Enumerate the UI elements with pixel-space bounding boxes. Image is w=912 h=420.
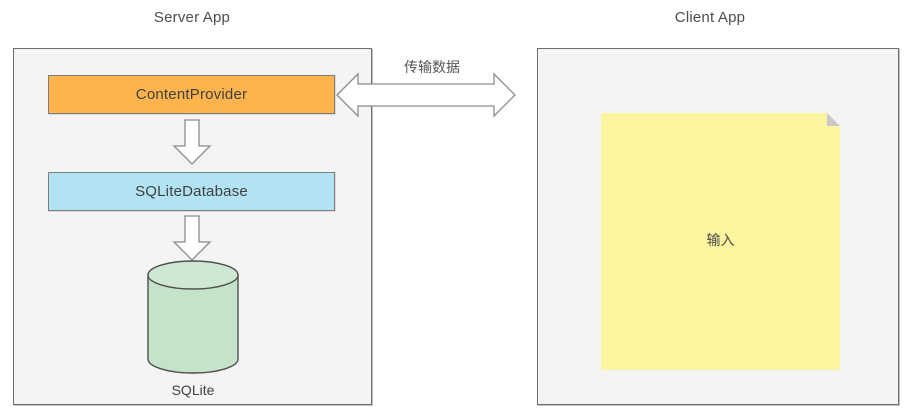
arrow-sqlite-database-to-sqlite-store — [172, 215, 212, 261]
client-input-note — [601, 113, 840, 370]
sqlite-cylinder-icon — [147, 260, 239, 374]
server-app-title: Server App — [153, 9, 231, 26]
client-app-title: Client App — [674, 9, 746, 26]
transfer-data-label: 传输数据 — [404, 59, 460, 75]
content-provider-node: ContentProvider — [48, 75, 335, 114]
sqlite-database-node: SQLiteDatabase — [48, 172, 335, 211]
client-input-note-label: 输入 — [706, 232, 735, 248]
bidirectional-transfer-arrow — [336, 72, 516, 118]
sqlite-database-label: SQLiteDatabase — [135, 183, 248, 200]
sqlite-store-label: SQLite — [171, 382, 215, 398]
arrow-content-provider-to-sqlite-database — [172, 119, 212, 165]
content-provider-label: ContentProvider — [135, 86, 248, 103]
